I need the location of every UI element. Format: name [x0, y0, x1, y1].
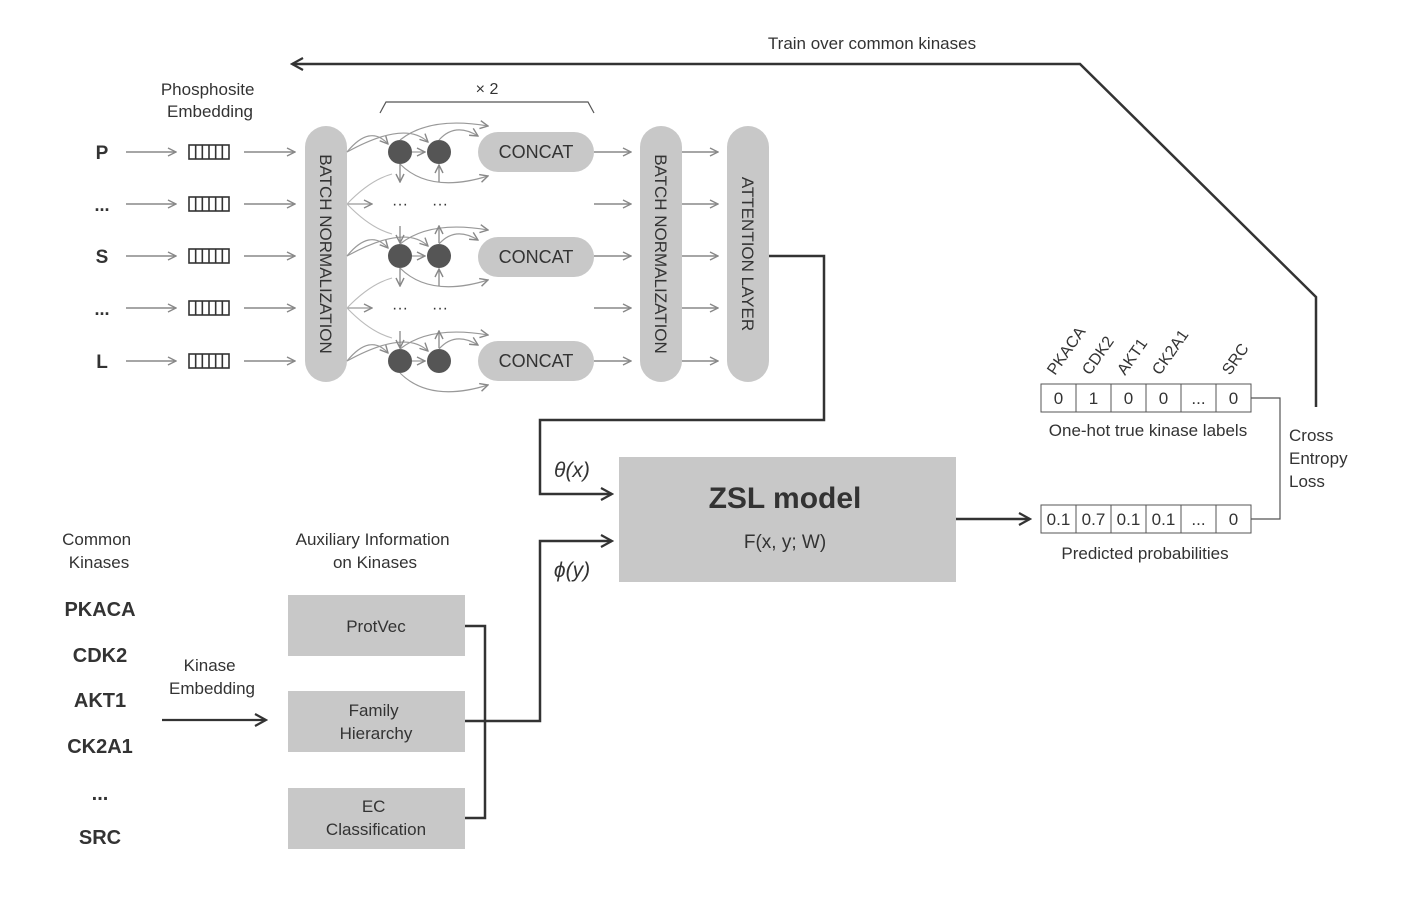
phi-label: ϕ(y) — [554, 559, 590, 582]
repeat-label: × 2 — [476, 81, 499, 98]
table-cell — [1215, 383, 1252, 413]
common-kinase-item: AKT1 — [74, 690, 126, 712]
table-cell — [1180, 383, 1217, 413]
zsl-model-box — [619, 457, 956, 582]
batch-norm-1 — [305, 126, 347, 382]
forward-node — [388, 244, 412, 268]
aux-box-family — [288, 691, 465, 752]
attention-layer-label: ATTENTION LAYER — [738, 177, 757, 331]
concat-1-label: CONCAT — [499, 142, 574, 162]
residue-label-0: P — [96, 143, 109, 164]
common-kinase-item: SRC — [79, 827, 121, 849]
aux-box-family-label: Family Hierarchy — [340, 701, 413, 743]
backward-node — [427, 349, 451, 373]
table-cell — [1110, 383, 1147, 413]
table-cell-value: 0.7 — [1082, 510, 1106, 529]
recurrent-block-2 — [346, 331, 488, 393]
table-cell-value: 1 — [1089, 389, 1098, 408]
common-kinase-item: PKACA — [64, 599, 135, 621]
attention-output-line — [538, 254, 826, 494]
aux-box-protvec — [288, 595, 465, 656]
zsl-model-formula: F(x, y; W) — [744, 532, 826, 553]
loss-bracket — [1251, 397, 1281, 520]
table-cell — [1040, 383, 1077, 413]
table-cell — [1215, 504, 1252, 534]
aux-info-heading: Auxiliary Information on Kinases — [296, 530, 455, 572]
concat-1 — [478, 132, 594, 172]
theta-label: θ(x) — [554, 459, 590, 482]
aux-box-ec-label: EC Classification — [326, 797, 426, 839]
embedding-vector-icon-0 — [188, 144, 230, 160]
batch-norm-2-label: BATCH NORMALIZATION — [651, 154, 670, 354]
table-cell-value: 0 — [1159, 389, 1168, 408]
table-cell-value: 0.1 — [1117, 510, 1141, 529]
residue-label-3: ... — [94, 299, 109, 319]
aux-output-line — [465, 541, 612, 723]
repeat-bracket — [379, 101, 595, 114]
aux-box-protvec-label: ProtVec — [346, 617, 406, 636]
table-cell-value: 0.1 — [1152, 510, 1176, 529]
residue-label-1: ... — [94, 195, 109, 215]
table-cell-value: 0 — [1054, 389, 1063, 408]
table-cell — [1075, 504, 1112, 534]
kinase-header-cdk2: CDK2 — [1079, 333, 1117, 378]
train-label: Train over common kinases — [768, 34, 976, 53]
recurrent-nodes: ··· ··· ··· ··· — [346, 123, 488, 393]
table-cell — [1075, 383, 1112, 413]
predicted-table: 0.1 0.7 0.1 0.1... 0 — [1040, 504, 1252, 534]
zsl-model-title: ZSL model — [709, 482, 862, 515]
concat-3-label: CONCAT — [499, 351, 574, 371]
concat-3 — [478, 341, 594, 381]
backward-node — [427, 140, 451, 164]
table-cell-value: ... — [1191, 510, 1205, 529]
table-cell-value: 0 — [1124, 389, 1133, 408]
common-kinase-item: CK2A1 — [67, 736, 133, 758]
embedding-vector-icon-3 — [188, 300, 230, 316]
attention-layer — [727, 126, 769, 382]
table-cell — [1110, 504, 1147, 534]
node-ellipsis-a-1: ··· — [392, 300, 408, 317]
node-ellipsis-b-0: ··· — [432, 196, 448, 213]
table-cell — [1180, 504, 1217, 534]
table-cell-value: ... — [1191, 389, 1205, 408]
node-ellipsis-b-1: ··· — [432, 300, 448, 317]
embedding-vector-icon-4 — [188, 353, 230, 369]
common-kinase-item: ... — [92, 783, 109, 805]
one-hot-table: 0 1 0 0... 0 — [1040, 383, 1252, 413]
residue-label-4: L — [96, 352, 108, 373]
embedding-vector-icon-2 — [188, 248, 230, 264]
batch-norm-2 — [640, 126, 682, 382]
concat-2-label: CONCAT — [499, 247, 574, 267]
aux-box-ec — [288, 788, 465, 849]
common-kinases-heading: Common Kinases — [62, 530, 136, 572]
residue-rows: P... S... L — [94, 143, 718, 373]
residue-label-2: S — [96, 247, 109, 268]
kinase-header-src: SRC — [1219, 341, 1252, 378]
feedback-loop-line — [292, 64, 1318, 407]
recurrent-block-1 — [346, 226, 488, 288]
table-cell — [1145, 383, 1182, 413]
table-cell-value: 0 — [1229, 510, 1238, 529]
pred-caption: Predicted probabilities — [1061, 544, 1228, 563]
node-ellipsis-a-0: ··· — [392, 196, 408, 213]
kinase-embedding-label: Kinase Embedding — [169, 656, 255, 698]
concat-2 — [478, 237, 594, 277]
common-kinase-item: CDK2 — [73, 645, 127, 667]
loss-label: Cross Entropy Loss — [1289, 426, 1352, 491]
table-cell-value: 0.1 — [1047, 510, 1071, 529]
batch-norm-1-label: BATCH NORMALIZATION — [316, 154, 335, 354]
recurrent-block-0 — [346, 123, 488, 184]
kinase-header-akt1: AKT1 — [1114, 336, 1151, 379]
table-cell-value: 0 — [1229, 389, 1238, 408]
forward-node — [388, 349, 412, 373]
one-hot-caption: One-hot true kinase labels — [1049, 421, 1247, 440]
phosphosite-embedding-label: Phosphosite Embedding — [161, 80, 259, 121]
kinase-header-ck2a1: CK2A1 — [1149, 327, 1192, 378]
embedding-vector-icon-1 — [188, 196, 230, 212]
forward-node — [388, 140, 412, 164]
backward-node — [427, 244, 451, 268]
